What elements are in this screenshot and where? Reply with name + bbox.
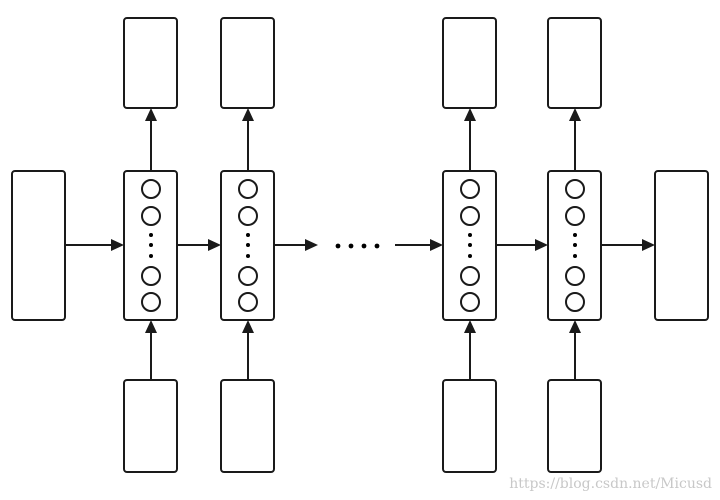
arrowhead (464, 108, 476, 121)
hidden-unit (238, 266, 258, 286)
input-box (220, 379, 275, 473)
hidden-unit (565, 206, 585, 226)
hidden-unit (565, 292, 585, 312)
arrowhead (208, 239, 221, 251)
hidden-unit (238, 292, 258, 312)
ellipsis-dot (149, 233, 153, 237)
ellipsis-dot (149, 243, 153, 247)
hidden-unit (238, 179, 258, 199)
output-box (442, 17, 497, 109)
timestep-column-2 (220, 17, 275, 473)
hidden-unit (238, 206, 258, 226)
hidden-unit (565, 179, 585, 199)
input-box (442, 379, 497, 473)
hidden-unit (565, 266, 585, 286)
ellipsis-dot (335, 243, 341, 249)
hidden-unit (141, 266, 161, 286)
timestep-column-1 (123, 17, 178, 473)
watermark-text: https://blog.csdn.net/Micusd (509, 476, 712, 492)
ellipsis-dot (573, 243, 577, 247)
hidden-unit (460, 179, 480, 199)
sequence-ellipsis (335, 243, 380, 249)
ellipsis-dot (246, 254, 250, 258)
output-box (220, 17, 275, 109)
arrowhead (535, 239, 548, 251)
input-box (123, 379, 178, 473)
arrowhead (145, 320, 157, 333)
ellipsis-dot (348, 243, 354, 249)
ellipsis-dot (374, 243, 380, 249)
ellipsis-dot (573, 233, 577, 237)
hidden-unit (141, 292, 161, 312)
arrowhead (111, 239, 124, 251)
ellipsis-dot (361, 243, 367, 249)
arrowhead (242, 320, 254, 333)
hidden-unit (141, 179, 161, 199)
ellipsis-dot (246, 233, 250, 237)
ellipsis-dot (468, 254, 472, 258)
arrowhead (569, 108, 581, 121)
arrowhead (569, 320, 581, 333)
output-box (547, 17, 602, 109)
timestep-column-4 (547, 17, 602, 473)
final-output-box (654, 170, 709, 321)
output-box (123, 17, 178, 109)
ellipsis-dot (573, 254, 577, 258)
initial-state-box (11, 170, 66, 321)
recurrent-arrows (65, 239, 655, 251)
ellipsis-dot (468, 233, 472, 237)
ellipsis-dot (246, 243, 250, 247)
arrowhead (305, 239, 318, 251)
ellipsis-dot (149, 254, 153, 258)
arrowhead (430, 239, 443, 251)
ellipsis-dot (468, 243, 472, 247)
timestep-column-3 (442, 17, 497, 473)
hidden-unit (460, 292, 480, 312)
arrowhead (642, 239, 655, 251)
hidden-unit (460, 206, 480, 226)
arrowhead (242, 108, 254, 121)
hidden-unit (141, 206, 161, 226)
hidden-unit (460, 266, 480, 286)
arrowhead (464, 320, 476, 333)
input-box (547, 379, 602, 473)
arrowhead (145, 108, 157, 121)
